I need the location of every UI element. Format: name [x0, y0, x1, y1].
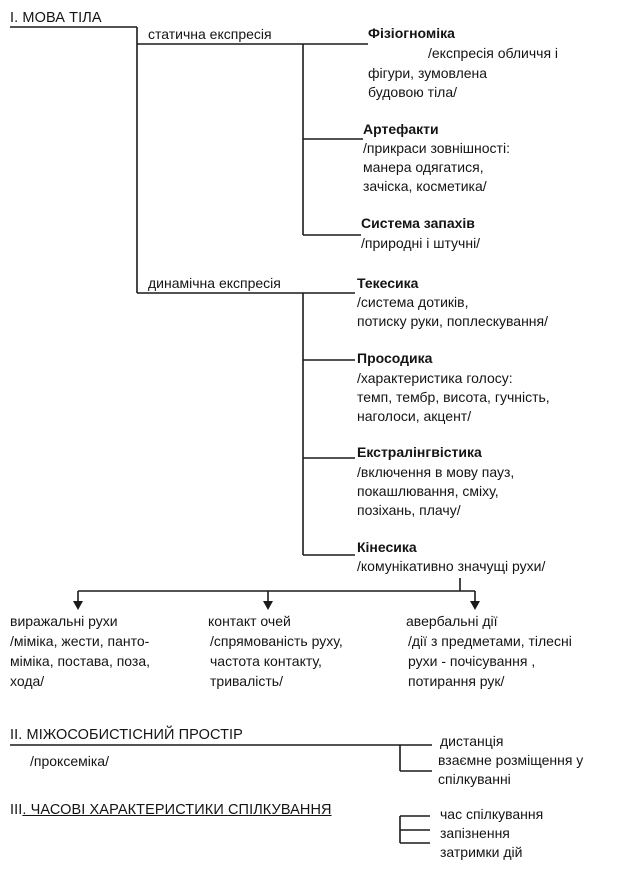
eye-contact-desc-2: частота контакту, — [210, 653, 322, 669]
extralinguistics-desc-1: /включення в мову пауз, — [357, 464, 515, 480]
expressive-movements-desc-2: міміка, постава, поза, — [10, 653, 151, 669]
physiognomy-title: Фізіогноміка — [368, 25, 455, 41]
prosody-desc-2: темп, тембр, висота, гучність, — [357, 389, 550, 405]
tactile-title: Текесика — [357, 275, 419, 291]
time-item-duration: час спілкування — [440, 806, 544, 822]
extralinguistics-desc-2: покашлювання, сміху, — [357, 483, 499, 499]
space-item-in-communication: спілкуванні — [438, 771, 511, 787]
expressive-movements-desc-3: хода/ — [10, 673, 45, 689]
extralinguistics-title: Екстралінгвістика — [357, 444, 482, 460]
kinesics-title: Кінесика — [357, 539, 417, 555]
prosody-desc-1: /характеристика голосу: — [357, 370, 513, 386]
physiognomy-desc-3: будовою тіла/ — [368, 84, 458, 100]
proxemics-label: /проксеміка/ — [30, 753, 109, 769]
physiognomy-desc-1: /експресія обличчя і — [428, 45, 559, 61]
kinesics-desc-1: /комунікативно значущі рухи/ — [357, 558, 546, 574]
section-interpersonal-space-title: II. МІЖОСОБИСТІСНИЙ ПРОСТІР — [10, 727, 243, 743]
eye-contact-desc-3: тривалість/ — [210, 673, 283, 689]
arrow-eyes — [263, 601, 273, 610]
tactile-desc-2: потиску руки, поплескування/ — [357, 313, 549, 329]
space-item-placement: взаємне розміщення у — [438, 752, 584, 768]
artefacts-desc-1: /прикраси зовнішності: — [363, 140, 510, 156]
nonverbal-actions-desc-2: рухи - почісування , — [408, 653, 536, 669]
section-time-characteristics-title: III. ЧАСОВІ ХАРАКТЕРИСТИКИ СПІЛКУВАННЯ — [10, 801, 332, 820]
nonverbal-actions-desc-3: потирання рук/ — [408, 673, 505, 689]
static-expression-label: статична експресія — [148, 26, 272, 42]
extralinguistics-desc-3: позіхань, плачу/ — [357, 502, 461, 518]
section-body-language-title: I. МОВА ТІЛА — [10, 10, 102, 26]
arrow-expressive — [73, 601, 83, 610]
nonverbal-actions-title: авербальні дії — [406, 613, 498, 629]
artefacts-title: Артефакти — [363, 121, 439, 137]
section-time-text: . ЧАСОВІ ХАРАКТЕРИСТИКИ СПІЛКУВАННЯ — [22, 802, 332, 818]
smells-desc-1: /природні і штучні/ — [361, 235, 481, 251]
prosody-desc-3: наголоси, акцент/ — [357, 408, 472, 424]
eye-contact-desc-1: /спрямованість руху, — [210, 633, 343, 649]
expressive-movements-title: виражальні рухи — [10, 613, 118, 629]
physiognomy-desc-2: фігури, зумовлена — [368, 65, 488, 81]
dynamic-expression-label: динамічна експресія — [148, 275, 281, 291]
time-item-delays: затримки дій — [440, 844, 523, 860]
time-item-lateness: запізнення — [440, 825, 510, 841]
smells-title: Система запахів — [361, 215, 475, 231]
artefacts-desc-3: зачіска, косметика/ — [363, 178, 487, 194]
expressive-movements-desc-1: /міміка, жести, панто- — [10, 633, 150, 649]
space-item-distance: дистанція — [440, 733, 504, 749]
eye-contact-title: контакт очей — [208, 613, 291, 629]
arrow-nonverbal — [470, 601, 480, 610]
artefacts-desc-2: манера одягатися, — [363, 159, 484, 175]
section-time-number: III — [10, 802, 23, 818]
prosody-title: Просодика — [357, 350, 433, 366]
tactile-desc-1: /система дотиків, — [357, 294, 469, 310]
nonverbal-actions-desc-1: /дії з предметами, тілесні — [408, 633, 572, 649]
